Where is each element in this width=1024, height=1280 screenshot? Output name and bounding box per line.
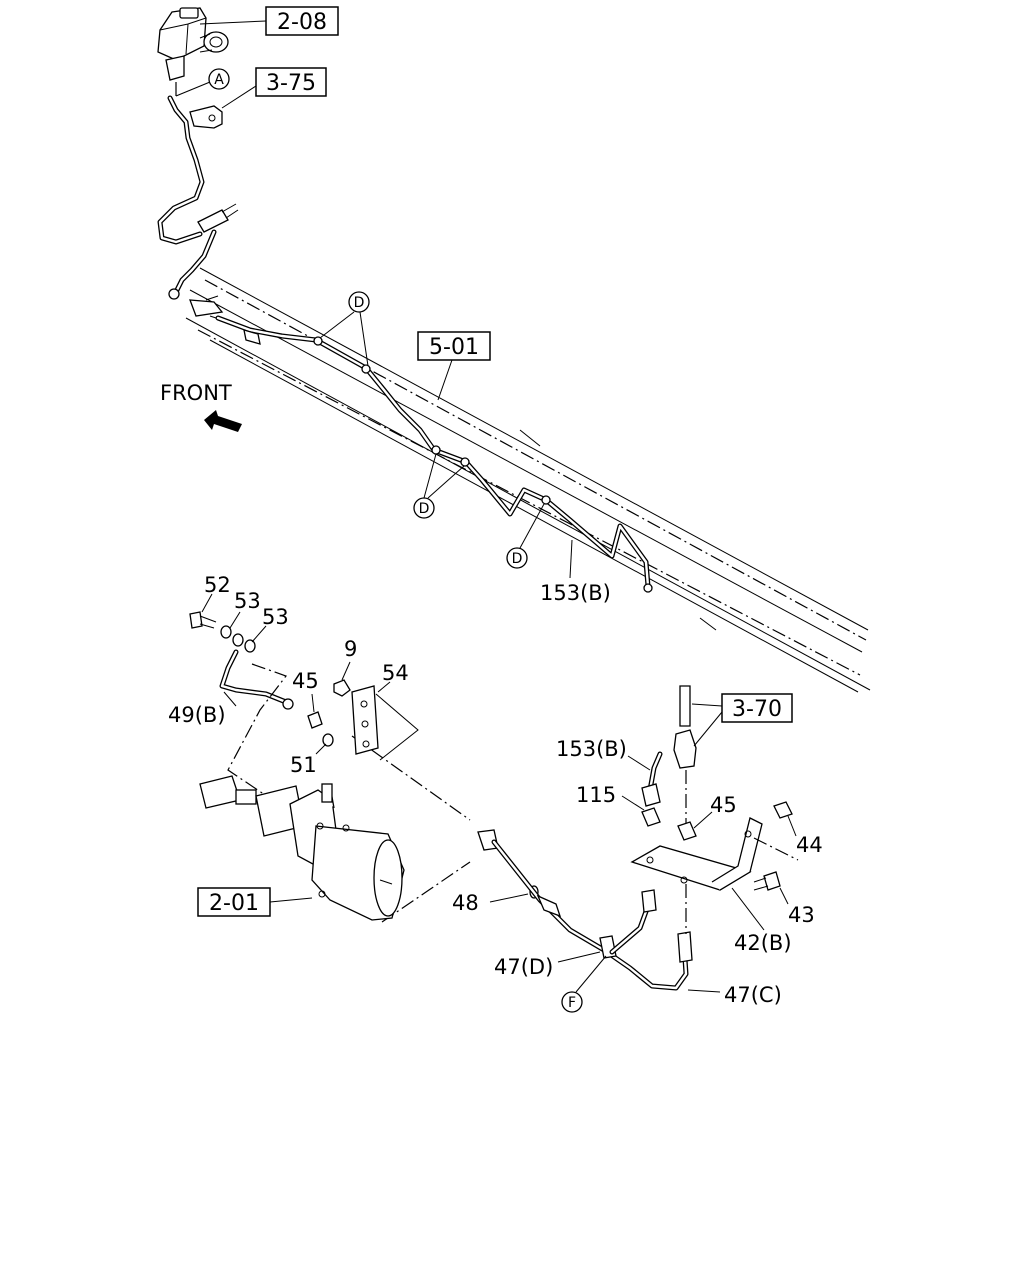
part-43-bolt: 43 [753, 871, 815, 927]
svg-text:45: 45 [292, 669, 319, 693]
svg-text:44: 44 [796, 833, 823, 857]
ref-label-2-01: 2-01 [209, 891, 259, 916]
circle-marker-d3: D [506, 503, 545, 569]
part-51-washer: 51 [290, 733, 334, 777]
svg-text:53: 53 [262, 605, 289, 629]
clutch-booster [199, 775, 405, 921]
svg-text:153(B): 153(B) [556, 737, 627, 761]
circle-label-d3: D [512, 551, 523, 567]
ref-box-3-70[interactable]: 3-70 [691, 693, 793, 747]
front-direction: FRONT [160, 381, 242, 432]
bracket-top [189, 105, 223, 129]
ref-label-3-75: 3-75 [266, 71, 316, 96]
clutch-hose [477, 829, 693, 991]
ref-label-5-01: 5-01 [429, 335, 479, 360]
master-cylinder [157, 7, 229, 100]
svg-text:54: 54 [382, 661, 409, 685]
svg-text:47(C): 47(C) [724, 983, 782, 1007]
brake-pipe-frame [215, 315, 653, 593]
circle-marker-d2: D [413, 453, 465, 519]
ref-label-2-08: 2-08 [277, 10, 327, 35]
svg-text:9: 9 [344, 637, 357, 661]
svg-text:48: 48 [452, 891, 479, 915]
svg-text:51: 51 [290, 753, 317, 777]
connector-3-70 [673, 685, 697, 934]
svg-text:45: 45 [710, 793, 737, 817]
part-48-washer: 48 [452, 885, 539, 915]
part-53-washers: 53 53 [220, 589, 289, 653]
svg-text:52: 52 [204, 573, 231, 597]
svg-text:49(B): 49(B) [168, 703, 226, 727]
part-54-plate: 54 [351, 661, 419, 761]
ref-box-3-75[interactable]: 3-75 [221, 67, 327, 109]
ref-box-2-01[interactable]: 2-01 [197, 887, 313, 917]
ref-box-2-08[interactable]: 2-08 [199, 6, 339, 36]
circle-label-f: F [568, 995, 576, 1011]
front-arrow-icon [204, 410, 242, 432]
label-153b-frame: 153(B) [540, 539, 611, 605]
svg-text:42(B): 42(B) [734, 931, 792, 955]
part-9-nut: 9 [333, 637, 357, 697]
circle-marker-f: F [561, 955, 607, 1013]
part-52-bolt: 52 [189, 573, 231, 629]
label-47d: 47(D) [494, 951, 601, 979]
circle-label-a: A [214, 72, 224, 88]
ref-label-3-70: 3-70 [732, 697, 782, 722]
part-42b-bracket: 42(B) [630, 817, 792, 955]
part-44-nut: 44 [753, 801, 823, 861]
part-45-nut-left: 45 [292, 669, 323, 729]
svg-text:153(B): 153(B) [540, 581, 611, 605]
part-115-nut: 115 [576, 783, 661, 827]
circle-label-d2: D [419, 501, 430, 517]
svg-text:115: 115 [576, 783, 616, 807]
circle-marker-a: A [175, 68, 230, 97]
part-49b-pipe: 49(B) [168, 649, 294, 727]
circle-marker-d1: D [319, 291, 370, 367]
ref-box-5-01[interactable]: 5-01 [417, 331, 491, 401]
label-47c: 47(C) [687, 983, 782, 1007]
brake-pipe-upper [157, 95, 239, 321]
svg-text:43: 43 [788, 903, 815, 927]
svg-text:53: 53 [234, 589, 261, 613]
front-label: FRONT [160, 381, 232, 405]
circle-label-d1: D [354, 295, 365, 311]
svg-text:47(D): 47(D) [494, 955, 553, 979]
part-45-nut-right: 45 [677, 793, 737, 841]
part-153b-pipe-end: 153(B) [556, 737, 663, 807]
